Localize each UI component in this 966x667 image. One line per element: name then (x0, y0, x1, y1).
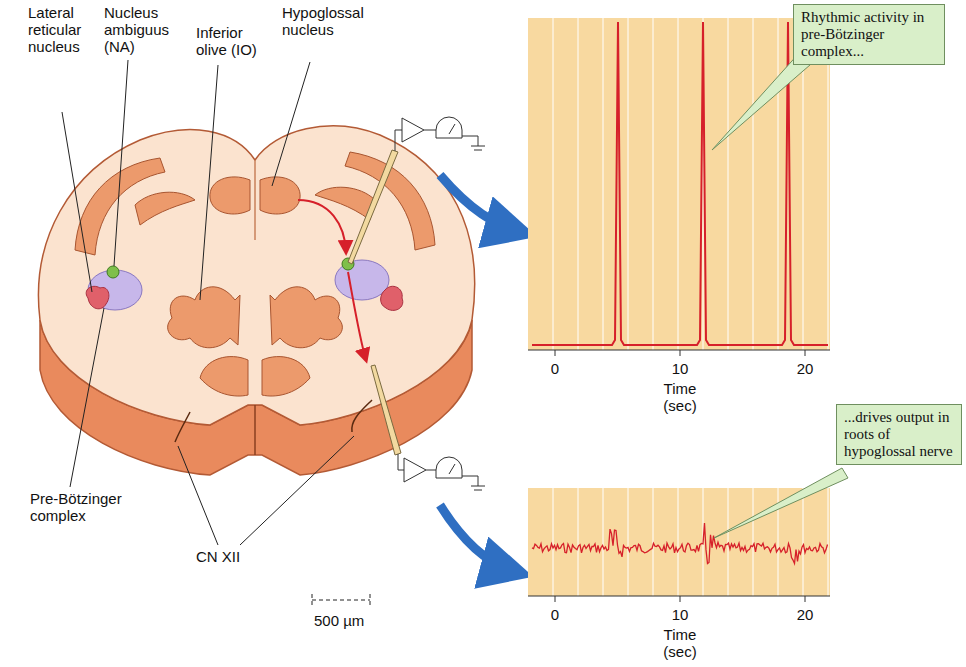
pyramid (262, 357, 310, 396)
structure-label: 500 µm (314, 612, 384, 629)
amplifier (404, 458, 426, 482)
amplifier (402, 118, 424, 142)
midline (254, 160, 256, 240)
electrode (348, 150, 398, 264)
projection-arrow (348, 272, 366, 360)
ground (462, 136, 485, 150)
lateral-reticular-nucleus (86, 286, 109, 308)
hypoglossal-trace (532, 523, 828, 564)
callout-pointer (714, 468, 848, 538)
signal-arrow (440, 505, 516, 572)
structure-label: Nucleus ambiguus (NA) (104, 4, 184, 55)
axis-label: 0 (545, 606, 565, 623)
callout-box: Rhythmic activity in pre-Bötzinger compl… (793, 4, 945, 65)
nerve-root (352, 400, 372, 432)
axis-label: Time (sec) (650, 626, 710, 660)
callout-pointer (712, 52, 818, 150)
axis-label: 10 (666, 606, 694, 623)
medulla-section (38, 126, 474, 425)
ground (462, 476, 485, 490)
chart-panel (528, 18, 830, 350)
meter (436, 117, 462, 138)
meter (436, 457, 462, 478)
signal-arrow (440, 175, 520, 232)
axis-label: 10 (666, 360, 694, 377)
callout-text: ...drives output in roots of hypoglossal… (844, 409, 954, 460)
wire (395, 130, 402, 151)
hypoglossal-nucleus (210, 177, 250, 214)
axis-label: 0 (545, 360, 565, 377)
callout-text: Rhythmic activity in pre-Bötzinger compl… (801, 9, 937, 60)
structure-label: Pre-Bötzinger complex (30, 490, 130, 524)
meter-needle (449, 124, 455, 134)
inferior-olive (168, 287, 240, 348)
lateral-reticular-nucleus (381, 286, 403, 310)
pyramid (200, 357, 248, 396)
leader-lines (62, 60, 354, 545)
meter-needle (449, 464, 455, 474)
axis-ticks (555, 350, 805, 602)
wire (426, 470, 436, 471)
structure-label: Inferior olive (IO) (196, 24, 266, 58)
wire (424, 130, 436, 131)
axis (528, 350, 830, 596)
structure-label: Hypoglossal nucleus (282, 4, 374, 38)
projection-arrow (298, 200, 346, 252)
solitary-nucleus (135, 192, 195, 225)
ventral-fissure (254, 405, 256, 455)
axis-label: 20 (791, 606, 819, 623)
inferior-olive (270, 287, 342, 348)
axis-label: Time (sec) (650, 380, 710, 414)
wire (398, 454, 404, 470)
axis-label: 20 (791, 360, 819, 377)
structure-label: Lateral reticular nucleus (28, 4, 100, 55)
electrode (371, 365, 401, 455)
prebotzinger-trace (532, 22, 828, 345)
hypoglossal-nucleus (260, 177, 300, 214)
structure-label: CN XII (196, 548, 266, 565)
nerve-root (175, 412, 190, 442)
nucleus-ambiguus (107, 266, 119, 278)
scale-bar (312, 594, 370, 606)
callout-box: ...drives output in roots of hypoglossal… (836, 404, 962, 465)
